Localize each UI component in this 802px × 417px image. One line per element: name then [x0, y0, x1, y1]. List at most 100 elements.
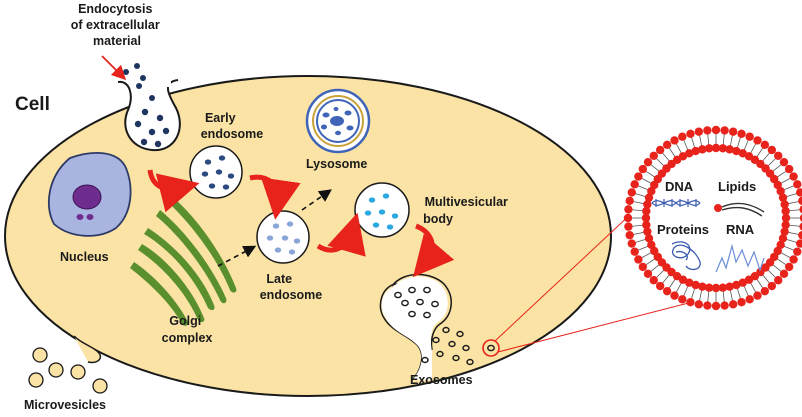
- lipid-tail: [656, 158, 664, 166]
- lipid-head-outer: [634, 172, 643, 181]
- lipid-head-outer: [728, 127, 738, 136]
- lipid-tail: [662, 274, 670, 284]
- lipid-icon: [714, 202, 765, 217]
- lipid-head-outer: [753, 136, 762, 145]
- lipid-head-outer: [760, 286, 770, 296]
- label-nucleus: Nucleus: [60, 250, 109, 264]
- lipid-tail: [699, 135, 702, 146]
- lipid-head-outer: [789, 255, 798, 264]
- lipid-head-outer: [662, 286, 672, 296]
- lipid-head-outer: [779, 269, 789, 279]
- lipid-tail: [676, 283, 682, 293]
- lipid-head-outer: [796, 188, 802, 197]
- lipid-head-inner: [711, 143, 721, 153]
- arrow-golgi-to-late: [217, 245, 257, 267]
- lipid-head-inner: [685, 149, 694, 158]
- lipid-tail: [662, 152, 670, 162]
- lipid-tail: [777, 170, 787, 178]
- label-microvesicles: Microvesicles: [24, 398, 106, 412]
- lipid-head-outer: [799, 222, 802, 231]
- lipid-tail: [638, 245, 648, 251]
- lipid-head-outer: [630, 247, 639, 256]
- lipid-head-outer: [625, 196, 634, 206]
- lipid-head-outer: [678, 295, 687, 304]
- zoom-line-bottom: [497, 297, 709, 353]
- lipid-tail: [707, 291, 710, 302]
- label-multivesicular-body: Multivesicular body: [423, 195, 511, 226]
- lipid-tail: [737, 137, 741, 148]
- lipid-head-outer: [623, 213, 633, 223]
- lipid-head-inner: [642, 220, 651, 230]
- lipid-head-outer: [638, 262, 648, 272]
- lipid-head-inner: [776, 187, 785, 196]
- lipid-head-inner: [738, 278, 747, 287]
- zoom-exosome-ring: [482, 339, 500, 357]
- label-cell: Cell: [15, 94, 50, 115]
- lipid-head-inner: [732, 280, 741, 290]
- lipid-tail: [768, 158, 776, 166]
- lipid-tail: [743, 286, 749, 296]
- microvesicle-bud: [73, 335, 102, 364]
- lipid-tail: [691, 288, 695, 299]
- lipid-head-outer: [624, 205, 633, 214]
- lipid-head-outer: [711, 301, 721, 311]
- lipid-head-outer: [767, 145, 777, 155]
- lipid-tail: [633, 232, 644, 235]
- lipid-tail: [750, 283, 756, 293]
- lipid-head-inner: [647, 240, 656, 249]
- lipid-head-inner: [644, 193, 654, 202]
- lipid-head-outer: [720, 301, 729, 310]
- lipid-head-outer: [624, 222, 633, 231]
- lipid-head-outer: [779, 157, 789, 167]
- lipid-head-outer: [670, 136, 679, 145]
- lipid-tail: [730, 135, 733, 146]
- lipid-tail: [762, 274, 770, 284]
- lipid-head-inner: [711, 283, 721, 293]
- lipid-tail: [668, 147, 676, 157]
- lipid-head-outer: [728, 300, 738, 309]
- lipid-head-outer: [703, 301, 712, 310]
- nucleus: [47, 152, 132, 237]
- lipid-head-outer: [774, 151, 783, 160]
- lipid-head-inner: [698, 282, 707, 291]
- lipid-tail: [743, 140, 749, 150]
- nucleolus: [72, 184, 102, 210]
- lipid-tail: [730, 290, 733, 301]
- label-exosomes: Exosomes: [410, 373, 473, 387]
- lipid-head-outer: [686, 298, 695, 307]
- label-late-endosome: Late endosome: [260, 272, 323, 302]
- lipid-head-outer: [703, 126, 712, 135]
- lipid-head-outer: [796, 239, 802, 248]
- lipid-tail: [781, 178, 791, 184]
- label-lysosome: Lysosome: [306, 157, 367, 171]
- lipid-head-outer: [627, 188, 636, 197]
- lipid-head-inner: [780, 200, 789, 209]
- lipid-head-inner: [691, 146, 700, 156]
- lipid-head-outer: [737, 129, 746, 138]
- lipid-tail: [784, 245, 794, 251]
- lipid-tail: [762, 152, 770, 162]
- lipid-head-outer: [643, 157, 653, 167]
- lipid-tail: [645, 258, 655, 266]
- lipid-tail: [650, 164, 660, 172]
- lipid-tail: [756, 147, 764, 157]
- arrow-mvb-to-membrane: [412, 223, 455, 278]
- microvesicles: [28, 347, 108, 394]
- lipid-head-outer: [649, 151, 658, 160]
- lipid-tail: [722, 291, 725, 302]
- label-early-endosome: Early endosome: [201, 111, 264, 141]
- lipid-head-inner: [781, 213, 791, 223]
- lipid-head-outer: [793, 180, 802, 189]
- lipid-head-inner: [725, 282, 734, 291]
- lipid-head-inner: [642, 206, 651, 216]
- lipid-head-outer: [789, 172, 798, 181]
- rna-icon: [715, 243, 765, 273]
- label-proteins: Proteins: [657, 222, 709, 237]
- lipid-head-outer: [694, 127, 704, 136]
- lipid-head-outer: [662, 140, 672, 150]
- lipid-tail: [789, 209, 800, 212]
- lipid-tail: [633, 201, 644, 204]
- protein-icon: [671, 241, 701, 271]
- lipid-tail: [789, 224, 800, 227]
- lipid-tail: [737, 288, 741, 299]
